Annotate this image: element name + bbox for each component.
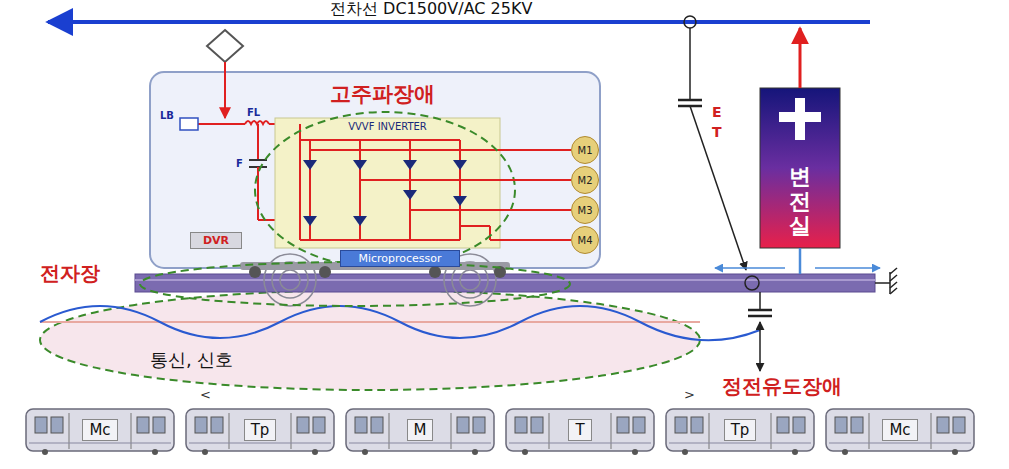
car-box: Tp [185,409,335,451]
motor-circle: M2 [571,166,599,194]
ground-symbol [875,268,897,294]
return-line [799,248,802,274]
car-name: Mc [882,419,917,441]
lb-switch [180,118,198,130]
pantograph [207,30,243,62]
field-zone [140,262,570,306]
motor-name: M3 [578,205,593,216]
part-label: T [712,124,722,140]
car-box: M [345,409,495,451]
harmonic-zone [255,112,515,268]
thyristor-symbols [303,160,467,226]
car-box: Mc [825,409,975,451]
direction-mark: < [200,388,211,403]
motor-circle: M3 [571,196,599,224]
car-box: Tp [665,409,815,451]
train-cars [26,409,974,455]
motor-feed [500,149,571,151]
node-text: VVVF INVERTER [348,121,427,132]
car-box: Mc [25,409,175,451]
car-name: Tp [724,419,757,441]
fc-capacitor [249,159,267,161]
motor-feed [500,179,571,181]
direction-mark: > [684,388,695,403]
motor-feed [500,239,571,241]
motor-feed [500,209,571,211]
part-label: F [236,158,243,170]
car-name: T [568,419,591,441]
signal-label: 통신, 신호 [150,350,233,371]
catenary-wire [48,20,870,24]
ct-ring [684,16,696,28]
node-text: Microprocessor [358,252,441,265]
car-name: Mc [82,419,117,441]
inverter-housing [275,118,500,248]
part-label: FL [247,107,260,119]
induction-label: 정전유도장애 [722,375,842,398]
car-name: Tp [244,419,277,441]
feed-wire [224,62,226,118]
feeder [799,28,802,88]
motor-circle: M1 [571,136,599,164]
signal-zone [40,290,700,390]
substation-box: 변전실 [760,88,840,248]
rail [135,274,875,292]
inverter-bridge [300,124,500,240]
node-text: 변전실 [789,165,811,238]
catenary-label: 전차선 DC1500V/AC 25KV [330,0,532,18]
signal-cable [40,321,700,323]
stray-capacitance [748,309,772,312]
dvr-box: DVR [190,232,242,249]
motor-name: M2 [578,175,593,186]
microprocessor-box: Microprocessor [340,250,460,267]
field-label: 전자장 [40,262,100,285]
part-label: LB [160,110,174,122]
induced-wave [40,306,760,340]
et-capacitor [678,99,702,102]
motor-circle: M4 [571,226,599,254]
car-name: M [407,419,434,441]
part-label: E [712,104,722,120]
motor-name: M4 [578,235,593,246]
inverter-box: VVVF INVERTER [275,118,500,248]
motor-name: M1 [578,145,593,156]
vehicle-body [150,72,600,268]
substation-box [760,88,840,248]
fl-reactor [245,121,269,124]
node-text: DVR [203,234,229,247]
interference-label: 고주파장애 [330,82,435,106]
car-box: T [505,409,655,451]
